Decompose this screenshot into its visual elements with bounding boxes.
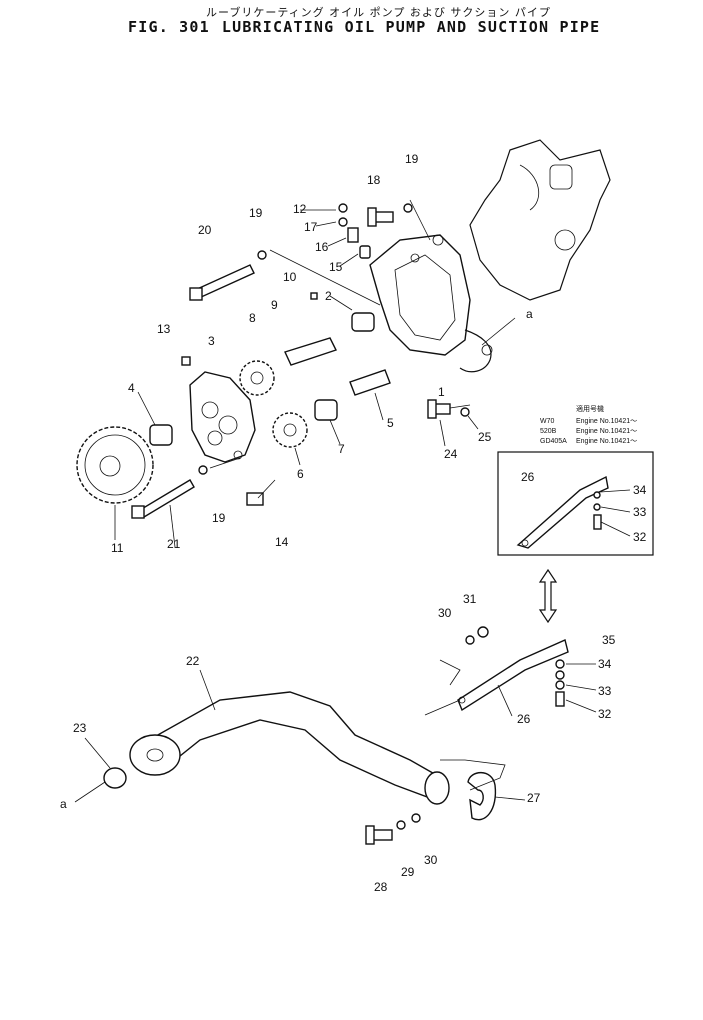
callout-6: 6 xyxy=(297,467,304,481)
suction-pipe xyxy=(129,691,450,805)
bushing-7 xyxy=(314,399,338,421)
small-fittings xyxy=(181,203,470,475)
callout-8: 8 xyxy=(249,311,256,325)
serial-table: 適用号機 W70 Engine No.10421～ 520B Engine No… xyxy=(540,404,637,445)
pipe-clamp xyxy=(467,771,497,821)
pump-body xyxy=(369,234,493,373)
figure-number: FIG. 301 xyxy=(128,18,210,36)
callout-34-inset: 34 xyxy=(633,483,647,497)
bolt-14 xyxy=(246,492,264,506)
clamp-fasteners xyxy=(365,813,421,845)
callout-17: 17 xyxy=(304,220,318,234)
callout-19c: 19 xyxy=(212,511,226,525)
callout-13: 13 xyxy=(157,322,171,336)
engine-block-outline xyxy=(469,139,611,301)
callout-32: 32 xyxy=(598,707,612,721)
callout-19b: 19 xyxy=(249,206,263,220)
callout-11: 11 xyxy=(111,541,124,555)
bolt-21 xyxy=(131,479,195,519)
bushing-4 xyxy=(149,424,173,446)
callout-33: 33 xyxy=(598,684,612,698)
callout-28: 28 xyxy=(374,880,388,894)
bolt-24 xyxy=(427,399,451,419)
serial-row-1-model: W70 xyxy=(540,418,555,425)
callout-31: 31 xyxy=(463,592,477,606)
callout-35: 35 xyxy=(602,633,616,647)
callout-10: 10 xyxy=(283,270,297,284)
callout-30a: 30 xyxy=(424,853,438,867)
callout-14: 14 xyxy=(275,535,289,549)
serial-row-1-serial: Engine No.10421～ xyxy=(576,418,637,425)
variant-arrow xyxy=(538,568,558,624)
drive-gear xyxy=(76,426,154,504)
reference-markers: a a xyxy=(60,307,533,811)
callout-26: 26 xyxy=(517,712,531,726)
callout-16: 16 xyxy=(315,240,329,254)
callout-22: 22 xyxy=(186,654,200,668)
leader-lines xyxy=(209,199,516,499)
callout-25: 25 xyxy=(478,430,492,444)
reference-a-left: a xyxy=(60,797,67,811)
shaft-5 xyxy=(349,369,391,396)
o-ring xyxy=(103,767,127,789)
callout-7: 7 xyxy=(338,442,345,456)
serial-row-3-model: GD405A xyxy=(540,438,567,445)
callout-32-inset: 32 xyxy=(633,530,647,544)
driven-gear-upper xyxy=(239,360,275,396)
bracket-26 xyxy=(457,639,569,712)
shaft-9 xyxy=(284,337,337,366)
bolt-20 xyxy=(189,264,255,301)
callout-30b: 30 xyxy=(438,606,452,620)
callout-21: 21 xyxy=(167,537,181,551)
callout-1: 1 xyxy=(438,385,445,399)
callout-23: 23 xyxy=(73,721,87,735)
callout-9: 9 xyxy=(271,298,278,312)
callout-3: 3 xyxy=(208,334,215,348)
callout-2: 2 xyxy=(325,289,332,303)
bracket-fasteners xyxy=(465,626,565,707)
callout-5: 5 xyxy=(387,416,394,430)
callout-18: 18 xyxy=(367,173,381,187)
callout-26-inset: 26 xyxy=(521,470,535,484)
figure-title: FIG. 301 LUBRICATING OIL PUMP AND SUCTION… xyxy=(128,18,600,36)
callout-29: 29 xyxy=(401,865,415,879)
callout-labels: 1 2 3 4 5 6 7 8 9 10 11 12 13 14 15 16 1… xyxy=(73,152,647,894)
figure-title-english: LUBRICATING OIL PUMP AND SUCTION PIPE xyxy=(221,18,601,36)
callout-4: 4 xyxy=(128,381,135,395)
pump-cover xyxy=(189,371,256,463)
callout-15: 15 xyxy=(329,260,343,274)
serial-row-3-serial: Engine No.10421～ xyxy=(576,438,637,445)
callout-34: 34 xyxy=(598,657,612,671)
callout-27: 27 xyxy=(527,791,541,805)
bushing-2 xyxy=(351,312,375,332)
callout-19a: 19 xyxy=(405,152,419,166)
driven-gear-lower xyxy=(272,412,308,448)
callout-12: 12 xyxy=(293,202,307,216)
serial-table-header: 適用号機 xyxy=(576,404,604,413)
reference-a-top: a xyxy=(526,307,533,321)
serial-row-2-serial: Engine No.10421～ xyxy=(576,428,637,435)
serial-row-2-model: 520B xyxy=(540,428,557,435)
callout-leaders xyxy=(84,209,631,801)
figure-title-japanese: ルーブリケーティング オイル ポンプ および サクション パイプ xyxy=(206,6,551,19)
callout-33-inset: 33 xyxy=(633,505,647,519)
assembly-paths xyxy=(424,659,506,791)
variant-inset xyxy=(497,451,654,556)
callout-24: 24 xyxy=(444,447,458,461)
callout-20: 20 xyxy=(198,223,212,237)
bolt-18 xyxy=(367,207,394,227)
